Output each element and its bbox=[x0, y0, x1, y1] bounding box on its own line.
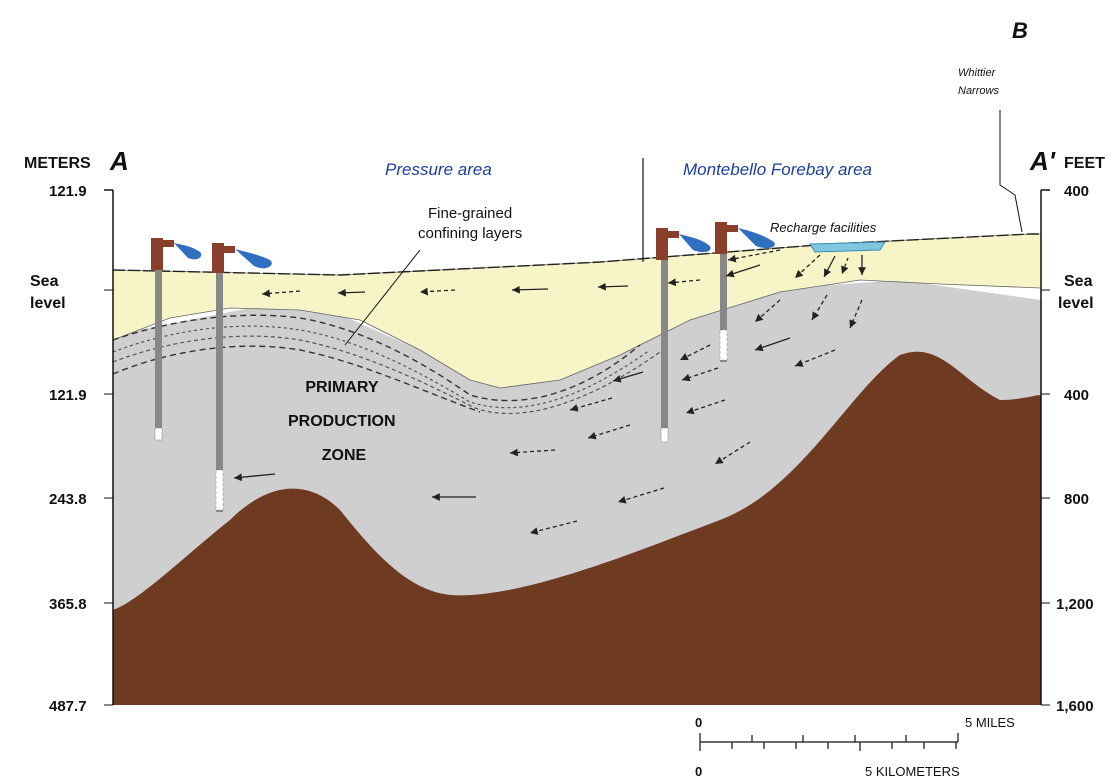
confining-layer-line bbox=[113, 335, 661, 415]
recharge-label: Recharge facilities bbox=[770, 220, 877, 235]
right-tick-label: 400 bbox=[1064, 183, 1089, 200]
zone-line1: PRIMARY bbox=[305, 379, 379, 396]
confining-layer-line bbox=[113, 345, 481, 413]
confining-layer-line bbox=[113, 314, 641, 402]
scale-km-end: 5 KILOMETERS bbox=[865, 764, 960, 779]
well-1 bbox=[151, 238, 202, 441]
whittier-label: Whittier Narrows bbox=[958, 67, 999, 97]
right-tick-label: 1,200 bbox=[1056, 596, 1094, 613]
scale-km-start: 0 bbox=[695, 764, 702, 779]
zone-line2: PRODUCTION bbox=[288, 413, 396, 430]
zone-line3: ZONE bbox=[322, 447, 367, 464]
fine-grained-leader bbox=[344, 249, 421, 346]
fine-grained-line1: Fine-grained bbox=[428, 205, 512, 222]
forebay-area-label: Montebello Forebay area bbox=[683, 160, 872, 179]
scale-bar bbox=[699, 733, 959, 751]
bedrock bbox=[113, 351, 1041, 705]
right-sea-line2: level bbox=[1058, 295, 1094, 312]
right-tick-label: 1,600 bbox=[1056, 698, 1094, 715]
whittier-leader bbox=[999, 110, 1023, 233]
left-tick-label: 121.9 bbox=[49, 183, 87, 200]
fine-grained-label: Fine-grained confining layers bbox=[418, 205, 522, 242]
scale-miles-end: 5 MILES bbox=[965, 715, 1015, 730]
well-4 bbox=[715, 222, 775, 362]
fine-grained-line2: confining layers bbox=[418, 225, 522, 242]
right-sea-level: Sea level bbox=[1058, 273, 1097, 312]
well-2 bbox=[212, 243, 272, 512]
scale-miles-start: 0 bbox=[695, 715, 702, 730]
meters-unit: METERS bbox=[24, 155, 91, 172]
recharge-basin bbox=[809, 241, 886, 253]
left-tick-label: 365.8 bbox=[49, 596, 87, 613]
well-3 bbox=[656, 228, 711, 443]
start-label: A bbox=[109, 146, 129, 176]
left-tick-label: 487.7 bbox=[49, 698, 87, 715]
whittier-line2: Narrows bbox=[958, 85, 999, 97]
left-tick-label: 243.8 bbox=[49, 491, 87, 508]
whittier-line1: Whittier bbox=[958, 67, 997, 79]
production-zone-label: PRIMARY PRODUCTION ZONE bbox=[288, 379, 400, 464]
left-sea-line1: Sea bbox=[30, 273, 59, 290]
pressure-area-label: Pressure area bbox=[385, 160, 492, 179]
end-label: A' bbox=[1029, 146, 1056, 176]
right-tick-label: 400 bbox=[1064, 387, 1089, 404]
feet-unit: FEET bbox=[1064, 155, 1105, 172]
left-sea-level: Sea level bbox=[30, 273, 66, 312]
right-tick-label: 800 bbox=[1064, 491, 1089, 508]
left-tick-label: 121.9 bbox=[49, 387, 87, 404]
cross-label: B bbox=[1012, 18, 1028, 43]
right-sea-line1: Sea bbox=[1064, 273, 1093, 290]
flow-arrows bbox=[233, 249, 866, 535]
left-sea-line2: level bbox=[30, 295, 66, 312]
confining-layer-line bbox=[113, 325, 651, 409]
